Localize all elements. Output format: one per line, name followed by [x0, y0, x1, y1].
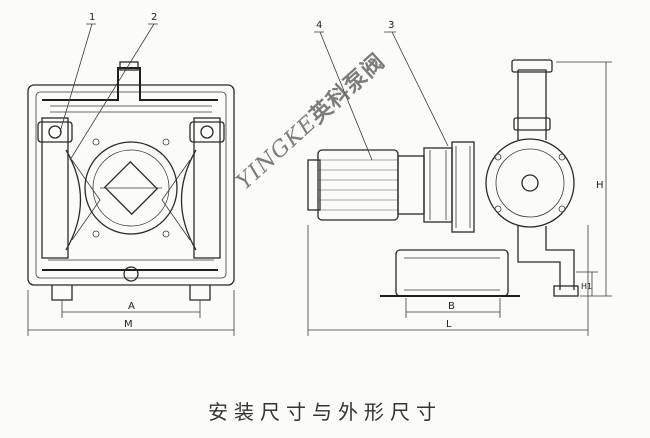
front-view-pump	[27, 61, 235, 301]
callout-2: 2	[69, 12, 158, 161]
callout-4-label: 4	[316, 20, 322, 31]
callout-3: 3	[384, 20, 449, 147]
dimension-h1: H1	[576, 271, 598, 296]
dimension-l: L	[307, 225, 589, 336]
dimension-a-label: A	[128, 301, 135, 312]
dimension-b: B	[405, 298, 501, 318]
callout-3-label: 3	[388, 20, 394, 31]
callout-4: 4	[314, 20, 373, 161]
callout-2-label: 2	[151, 12, 157, 23]
dimension-h1-label: H1	[581, 282, 592, 291]
dimension-a: A	[61, 300, 201, 318]
callout-1: 1	[59, 12, 96, 133]
drawing-caption: 安装尺寸与外形尺寸	[208, 400, 442, 424]
dimension-m: M	[27, 290, 235, 336]
dimension-l-label: L	[446, 319, 452, 330]
dimension-h: H	[556, 61, 612, 297]
dimension-h-label: H	[596, 180, 604, 191]
dimension-b-label: B	[448, 301, 455, 312]
callout-1-label: 1	[89, 12, 95, 23]
side-view-pump	[307, 59, 579, 297]
dimension-m-label: M	[124, 319, 133, 330]
